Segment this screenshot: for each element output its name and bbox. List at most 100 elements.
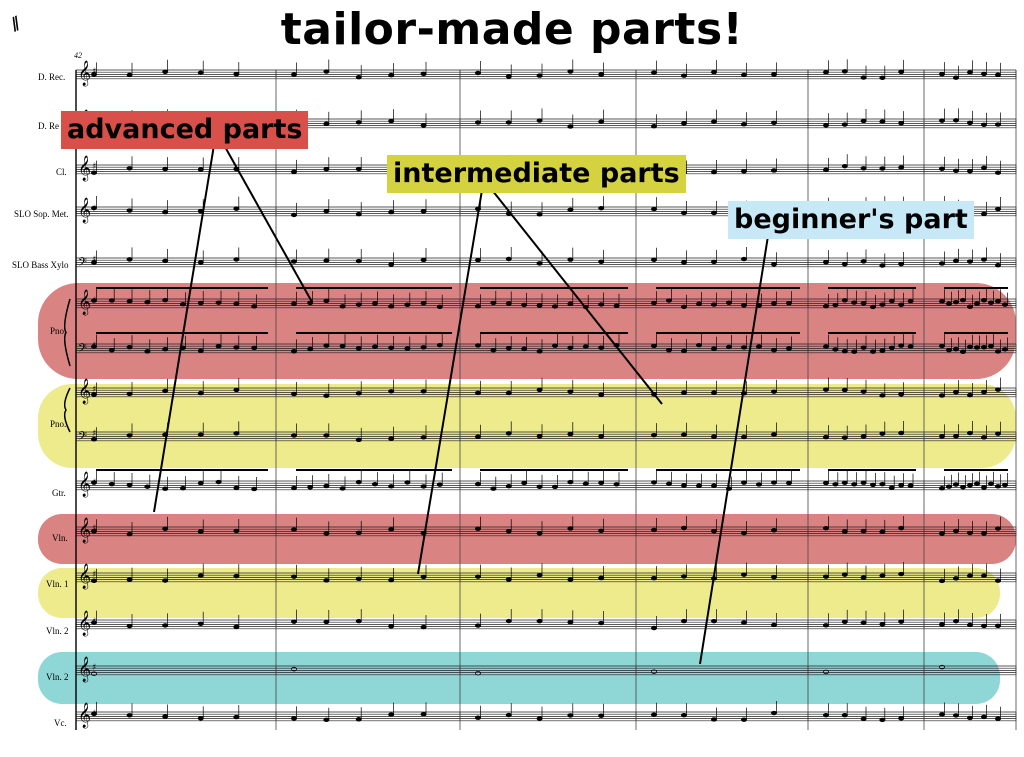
note-head	[355, 479, 362, 485]
key-sharp-icon: ♯	[92, 67, 96, 77]
note-head	[823, 344, 830, 349]
note-head	[388, 624, 395, 629]
note-head	[711, 169, 718, 175]
note-head	[233, 257, 240, 262]
note-head	[323, 717, 330, 722]
note-head	[711, 119, 718, 124]
note-head	[860, 75, 867, 80]
note-head	[981, 298, 988, 303]
note-head	[290, 716, 297, 721]
note-head	[162, 209, 169, 215]
note-head	[771, 710, 778, 716]
note-head	[323, 483, 330, 489]
staff-label: Vln.	[52, 533, 68, 543]
staff-label: Vln. 2	[46, 626, 69, 636]
note-head	[651, 343, 658, 349]
note-head	[323, 166, 330, 172]
note-head	[474, 715, 481, 720]
note-head	[144, 484, 151, 489]
note-head	[870, 349, 877, 354]
note-head	[567, 479, 574, 485]
note-head	[126, 344, 133, 350]
note-head	[879, 481, 886, 487]
note-head	[490, 486, 497, 491]
note-head	[898, 343, 905, 348]
note-head	[388, 72, 395, 78]
note-head	[339, 304, 346, 309]
note-head	[355, 437, 362, 443]
note-head	[323, 343, 330, 348]
advanced-violin-band	[38, 514, 1016, 564]
note-head	[953, 576, 960, 581]
note-head	[420, 574, 427, 580]
note-head	[355, 576, 362, 582]
note-head	[939, 118, 946, 123]
note-head	[651, 123, 658, 129]
note-head	[355, 74, 362, 80]
beginner-part-label: beginner's part	[728, 201, 974, 239]
note-head	[536, 531, 543, 536]
note-head	[898, 571, 905, 577]
note-head	[162, 623, 169, 628]
note-head	[162, 578, 169, 583]
note-head	[741, 717, 748, 722]
note-head	[144, 299, 151, 305]
note-head	[162, 166, 169, 172]
note-head	[355, 302, 362, 307]
treble-clef-icon: 𝄞	[78, 517, 91, 543]
note-head	[823, 623, 830, 628]
note-head	[420, 301, 427, 306]
note-head	[91, 298, 98, 303]
pointer-line	[699, 235, 769, 665]
treble-clef-icon: 𝄞	[78, 656, 91, 682]
note-head	[898, 430, 905, 436]
note-head	[711, 302, 718, 307]
note-head	[771, 389, 778, 394]
note-head	[197, 716, 204, 721]
note-head	[126, 299, 133, 304]
note-head	[651, 432, 658, 438]
note-head	[323, 578, 330, 583]
note-head	[290, 349, 297, 354]
note-head	[756, 344, 763, 349]
note-head	[771, 262, 778, 267]
note-head	[474, 526, 481, 531]
note-head	[960, 297, 967, 303]
note-head	[681, 73, 688, 78]
note-head	[474, 70, 481, 76]
note-head	[197, 480, 204, 486]
note-head	[898, 69, 905, 75]
note-head	[388, 209, 395, 215]
note-head	[981, 165, 988, 171]
note-head	[388, 262, 395, 267]
note-head	[567, 620, 574, 625]
note-head	[988, 481, 995, 486]
note-head	[233, 528, 240, 534]
note-head	[505, 120, 512, 125]
note-head	[967, 70, 974, 75]
note-head	[355, 530, 362, 536]
note-head	[505, 431, 512, 436]
note-head	[388, 712, 395, 717]
key-sharp-icon: ♯	[92, 570, 96, 580]
note-head	[420, 624, 427, 630]
note-head	[939, 531, 946, 536]
note-head	[91, 205, 98, 211]
note-head	[355, 211, 362, 217]
staff-label: SLO Sop. Met.	[14, 209, 69, 219]
note-head	[251, 304, 258, 309]
staff-label: Vln. 2	[46, 672, 69, 682]
note-head	[995, 262, 1002, 268]
note-head	[505, 712, 512, 718]
note-head	[898, 483, 905, 488]
note-head	[91, 344, 98, 349]
note-head	[898, 165, 905, 170]
note-head	[860, 575, 867, 580]
note-head	[711, 210, 718, 216]
note-head	[967, 392, 974, 398]
note-head	[197, 260, 204, 265]
note-head	[651, 669, 658, 674]
note-head	[946, 484, 953, 489]
staff-label: D. Re	[38, 121, 59, 131]
note-head	[967, 344, 974, 350]
